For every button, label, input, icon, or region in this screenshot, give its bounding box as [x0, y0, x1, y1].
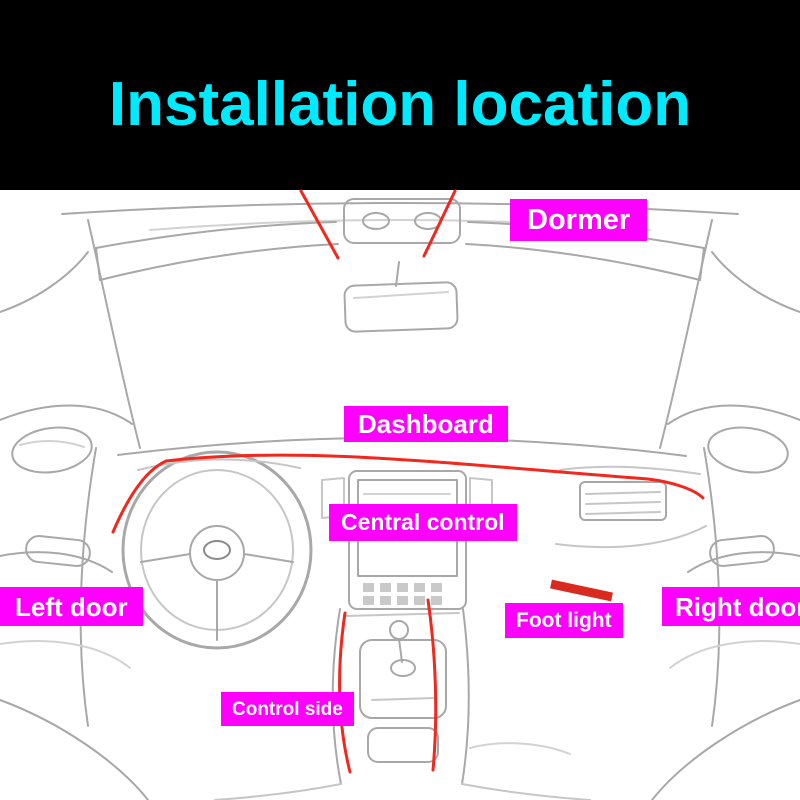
steering-wheel	[121, 450, 313, 650]
console-strip-left	[338, 611, 352, 774]
led-strip-lines	[111, 189, 705, 774]
label-dashboard: Dashboard	[344, 406, 508, 442]
label-control-side: Control side	[221, 692, 354, 726]
dormer-strip-right	[422, 189, 457, 258]
passenger-air-vent	[555, 465, 707, 549]
rearview-mirror	[343, 261, 459, 333]
label-central-control: Central control	[329, 504, 517, 541]
left-door-panel	[0, 447, 131, 727]
label-dormer: Dormer	[510, 199, 648, 241]
foot-light-strip	[550, 579, 613, 602]
label-right-door: Right door	[662, 587, 800, 626]
gear-shifter-knob	[389, 620, 409, 640]
label-foot-light: Foot light	[505, 603, 623, 638]
label-left-door: Left door	[0, 587, 143, 626]
center-console	[214, 608, 591, 800]
page-title: Installation location	[108, 69, 692, 139]
dormer-strip-left	[299, 189, 340, 260]
header-banner: Installation location	[0, 0, 800, 190]
console-strip-right	[426, 598, 438, 772]
car-line-art	[0, 198, 800, 800]
dashboard-strip	[111, 453, 705, 534]
left-wing-mirror	[11, 426, 93, 474]
right-door-panel	[669, 447, 800, 727]
right-wing-mirror	[707, 426, 789, 474]
